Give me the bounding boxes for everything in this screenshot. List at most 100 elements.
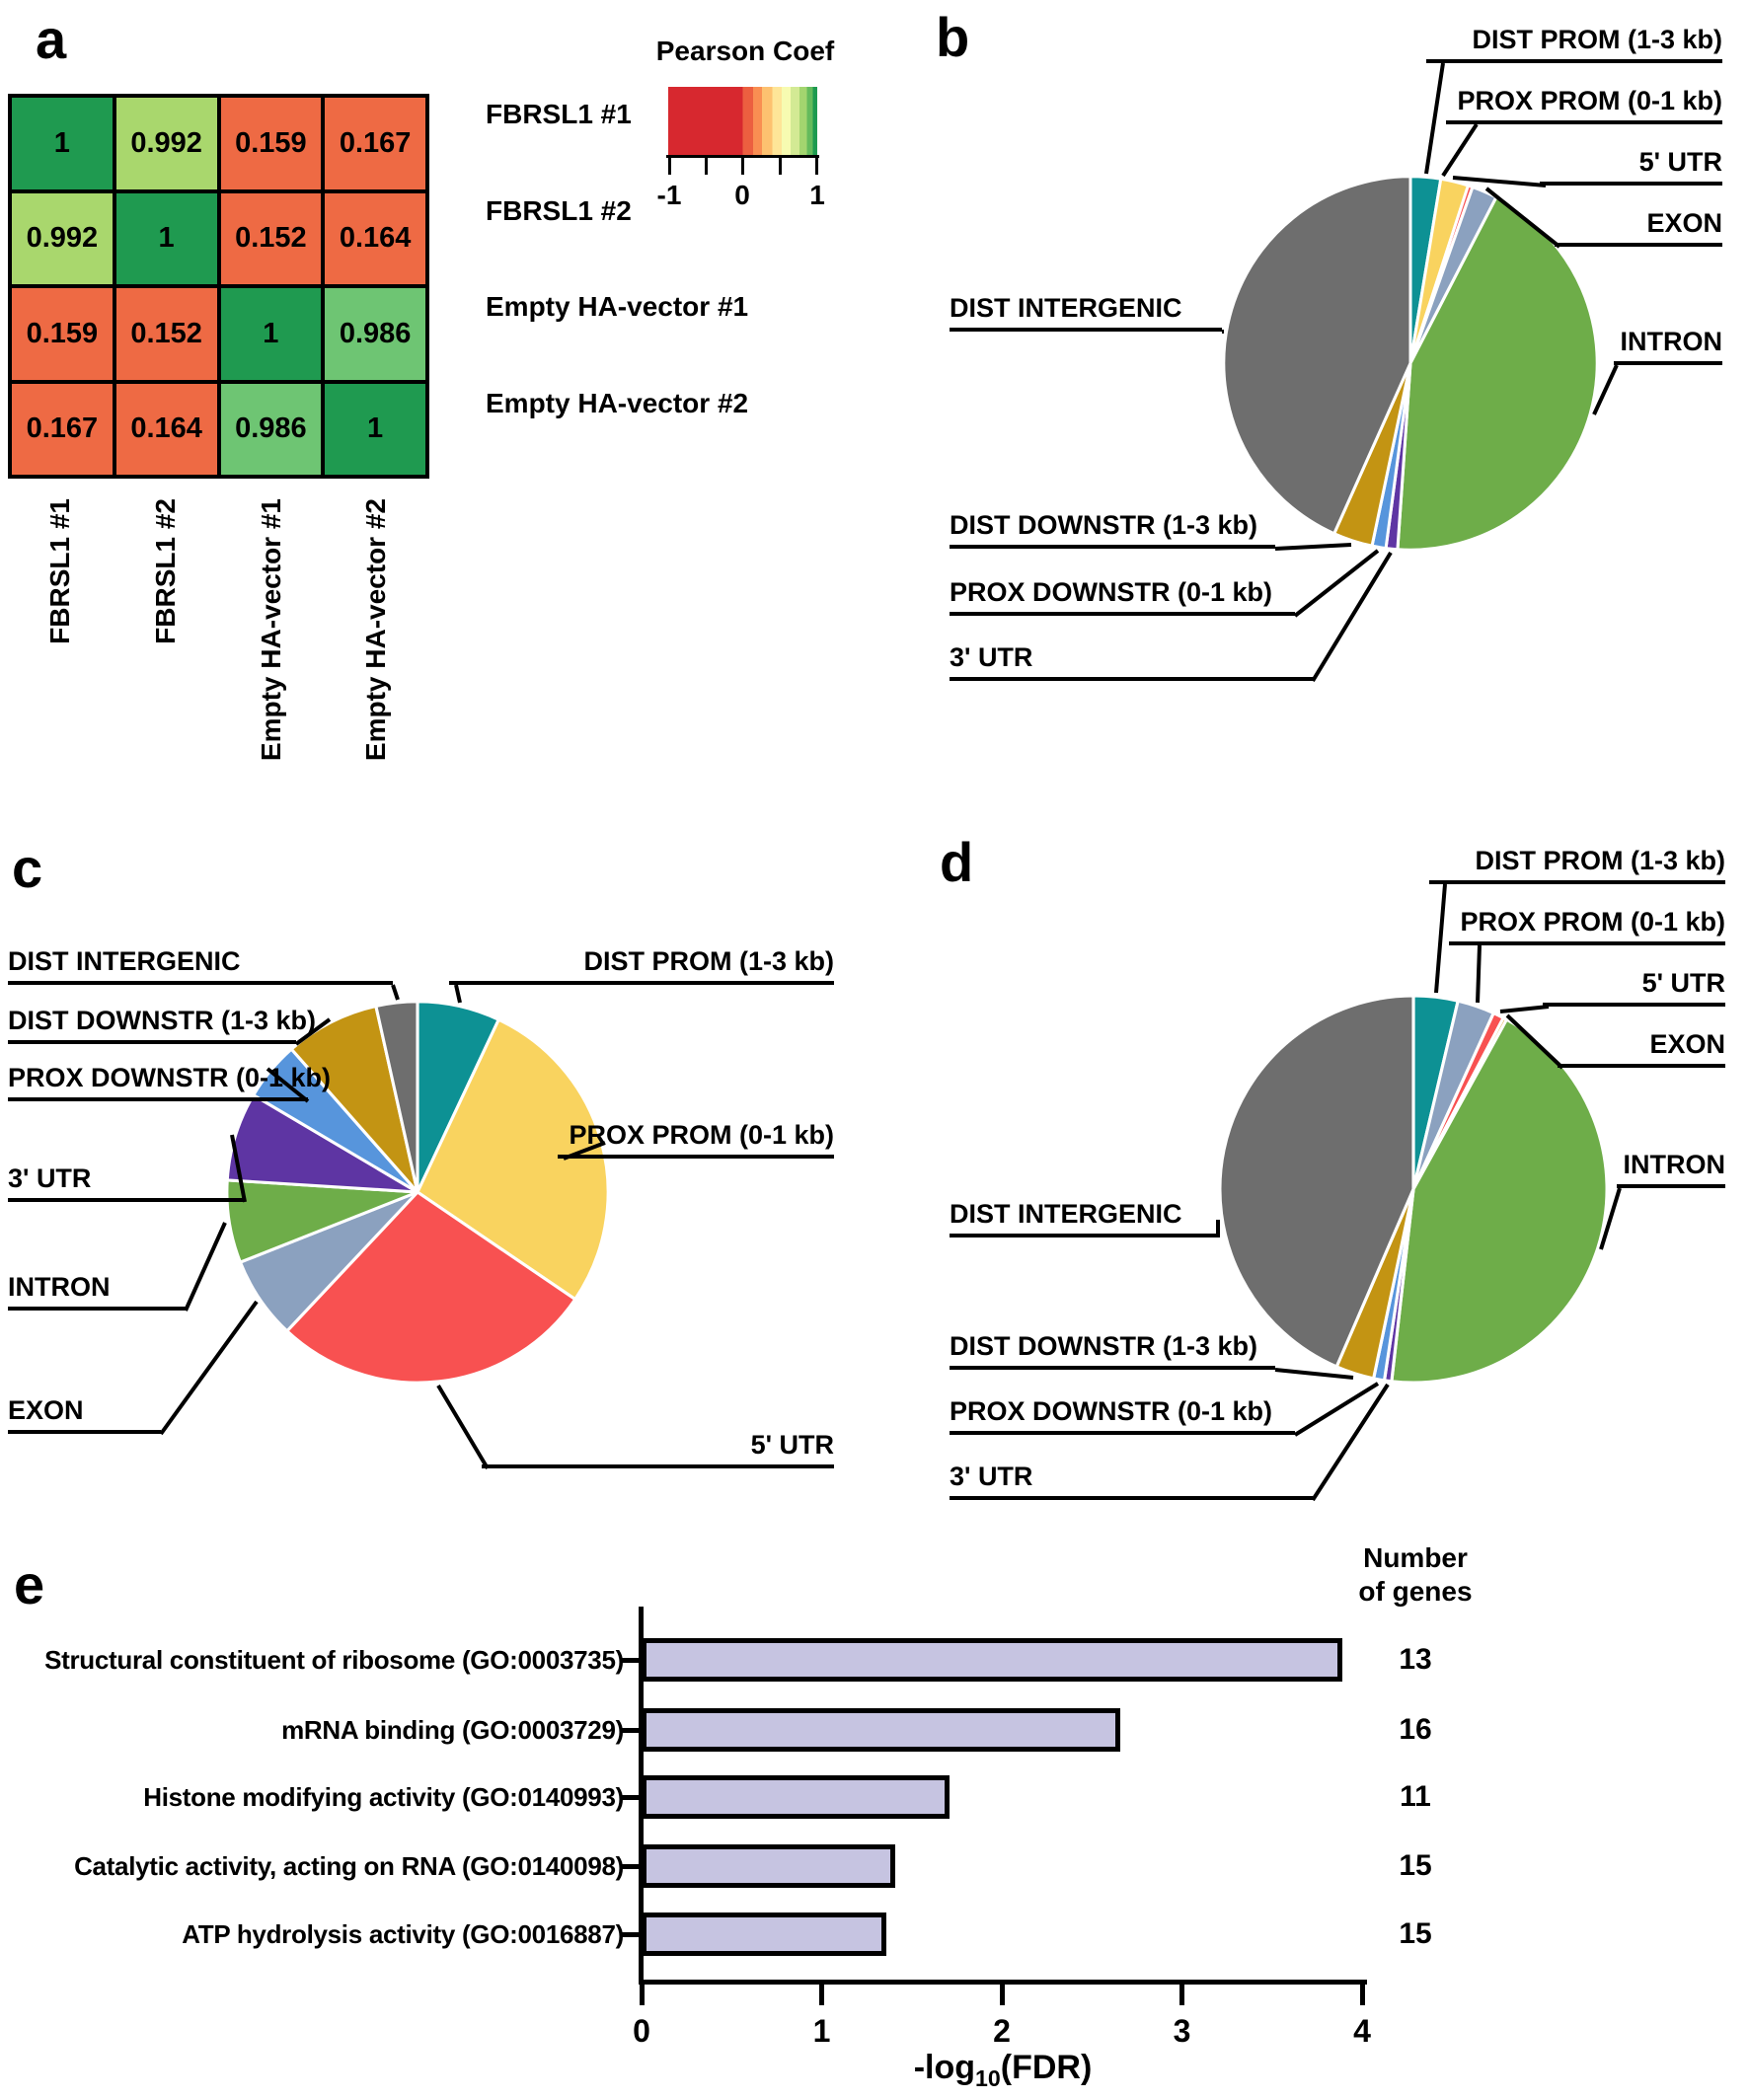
leader-line xyxy=(1311,551,1393,683)
gene-count: 15 xyxy=(1399,1849,1432,1882)
pie-d-label-dist-intergenic: DIST INTERGENIC xyxy=(950,1199,1218,1238)
heatmap-column-label: FBRSL1 #2 xyxy=(149,498,181,644)
pie-c-label-prox-downstr: PROX DOWNSTR (0-1 kb) xyxy=(8,1063,331,1101)
y-axis-tick xyxy=(620,1931,642,1937)
x-axis-tick xyxy=(639,1982,645,2005)
heatmap-row-label: FBRSL1 #2 xyxy=(486,194,632,226)
pie-d-label-prox-downstr: PROX DOWNSTR (0-1 kb) xyxy=(950,1396,1295,1435)
colorbar-tick xyxy=(779,155,782,175)
pie-chart-d xyxy=(1218,994,1609,1385)
heatmap-cell: 0.986 xyxy=(325,288,425,380)
panel-label-d: d xyxy=(940,831,974,893)
heatmap-cell: 1 xyxy=(115,192,217,284)
leader-line xyxy=(1441,122,1479,178)
pie-c-label-dist-downstr: DIST DOWNSTR (1-3 kb) xyxy=(8,1006,316,1044)
bar-category-label: Catalytic activity, acting on RNA (GO:01… xyxy=(74,1851,624,1881)
leader-line xyxy=(184,1222,227,1312)
leader-line xyxy=(1424,62,1445,175)
pie-d-label-prox-prom: PROX PROM (0-1 kb) xyxy=(1449,907,1725,945)
gene-count: 11 xyxy=(1400,1780,1431,1813)
bar xyxy=(642,1912,886,1956)
heatmap-cell: 0.152 xyxy=(220,192,322,284)
x-axis-tick-label: 3 xyxy=(1173,2013,1191,2049)
pie-d-label-3utr: 3' UTR xyxy=(950,1462,1313,1500)
pie-c-label-dist-intergenic: DIST INTERGENIC xyxy=(8,946,393,985)
heatmap-cell: 1 xyxy=(325,383,425,475)
x-axis-tick xyxy=(1179,1982,1184,2005)
heatmap-cell: 0.164 xyxy=(325,192,425,284)
colorbar-tick-label: 1 xyxy=(809,180,825,210)
x-axis-tick xyxy=(999,1982,1005,2005)
pie-d-label-exon: EXON xyxy=(1558,1029,1725,1068)
pearson-colorbar xyxy=(668,87,817,155)
y-axis-tick xyxy=(620,1657,642,1663)
gene-count: 15 xyxy=(1399,1917,1432,1950)
y-axis-tick xyxy=(620,1727,642,1733)
heatmap-row-label: Empty HA-vector #2 xyxy=(486,387,749,418)
gene-count: 16 xyxy=(1399,1713,1432,1746)
pie-d-label-dist-downstr: DIST DOWNSTR (1-3 kb) xyxy=(950,1331,1275,1370)
colorbar-tick xyxy=(668,155,671,175)
heatmap-cell: 1 xyxy=(12,98,113,189)
heatmap-cell: 0.992 xyxy=(12,192,113,284)
pie-b-label-prox-prom: PROX PROM (0-1 kb) xyxy=(1446,86,1722,124)
pie-b-label-dist-intergenic: DIST INTERGENIC xyxy=(950,293,1222,332)
colorbar-tick xyxy=(815,155,818,175)
colorbar-tick-label: 0 xyxy=(734,180,750,210)
heatmap-cell: 0.159 xyxy=(12,288,113,380)
heatmap-cell: 0.152 xyxy=(115,288,217,380)
colorbar-tick xyxy=(705,155,708,175)
genes-header-line1: Number xyxy=(1363,1542,1468,1573)
x-axis-tick-label: 0 xyxy=(633,2013,650,2049)
pie-c-label-5utr: 5' UTR xyxy=(482,1430,834,1468)
pie-c-label-dist-prom: DIST PROM (1-3 kb) xyxy=(449,946,834,985)
leader-line xyxy=(436,1384,490,1470)
panel-label-c: c xyxy=(12,837,43,899)
pie-chart-c xyxy=(225,1000,610,1385)
pie-d-label-5utr: 5' UTR xyxy=(1543,968,1725,1007)
pie-c-label-intron: INTRON xyxy=(8,1272,186,1311)
leader-line xyxy=(1434,883,1447,994)
x-axis-tick-label: 2 xyxy=(993,2013,1011,2049)
bar-category-label: ATP hydrolysis activity (GO:0016887) xyxy=(182,1919,624,1949)
colorbar-title: Pearson Coef xyxy=(655,36,835,66)
x-axis-tick-label: 4 xyxy=(1353,2013,1371,2049)
bar xyxy=(642,1638,1342,1682)
heatmap-cell: 0.167 xyxy=(12,383,113,475)
gene-count: 13 xyxy=(1399,1643,1432,1676)
pie-b-label-exon: EXON xyxy=(1555,208,1722,247)
x-axis-tick xyxy=(819,1982,824,2005)
pie-b-label-3utr: 3' UTR xyxy=(950,642,1313,681)
colorbar-tick xyxy=(741,155,744,175)
x-axis-label-prefix: -log xyxy=(913,2049,976,2086)
y-axis-tick xyxy=(620,1863,642,1869)
heatmap-cell: 1 xyxy=(220,288,322,380)
heatmap-column-label: Empty HA-vector #1 xyxy=(255,498,286,762)
heatmap-cell: 0.159 xyxy=(220,98,322,189)
heatmap-row-label: FBRSL1 #1 xyxy=(486,99,632,129)
bar-category-label: Histone modifying activity (GO:0140993) xyxy=(143,1782,624,1812)
pie-b-label-prox-downstr: PROX DOWNSTR (0-1 kb) xyxy=(950,577,1295,616)
heatmap-row-label: Empty HA-vector #1 xyxy=(486,291,749,322)
x-axis-label-subscript: 10 xyxy=(975,2064,1001,2091)
pie-chart-b xyxy=(1222,175,1599,552)
leader-line xyxy=(1293,1382,1380,1437)
pie-b-label-intron: INTRON xyxy=(1614,327,1722,365)
pie-c-label-3utr: 3' UTR xyxy=(8,1163,245,1202)
bar-category-label: Structural constituent of ribosome (GO:0… xyxy=(44,1645,624,1675)
x-axis-label: -log10(FDR) xyxy=(855,2049,1151,2092)
pie-c-label-exon: EXON xyxy=(8,1395,161,1434)
leader-line xyxy=(1293,549,1380,618)
x-axis-label-suffix: (FDR) xyxy=(1000,2049,1093,2086)
genes-column-header: Number of genes xyxy=(1351,1541,1480,1609)
heatmap-cell: 0.167 xyxy=(325,98,425,189)
x-axis-tick xyxy=(1359,1982,1365,2005)
pie-d-label-dist-prom: DIST PROM (1-3 kb) xyxy=(1429,846,1725,884)
genes-header-line2: of genes xyxy=(1358,1576,1473,1607)
heatmap-column-label: FBRSL1 #1 xyxy=(44,498,75,644)
pie-b-label-dist-prom: DIST PROM (1-3 kb) xyxy=(1426,25,1722,63)
pie-slice-5-utr xyxy=(284,1189,577,1385)
panel-label-e: e xyxy=(14,1553,45,1615)
